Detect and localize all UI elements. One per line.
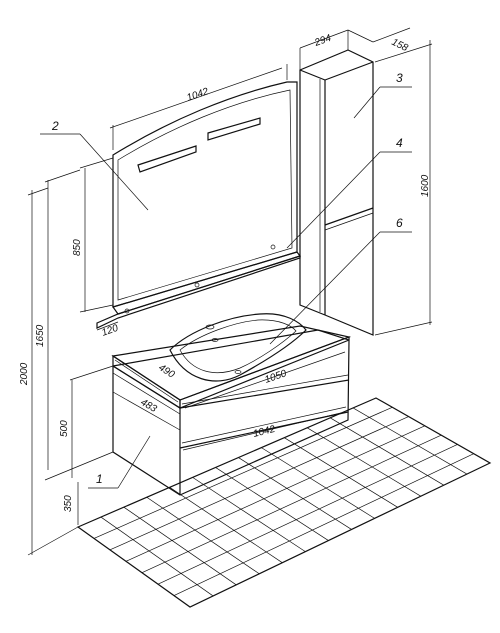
dim-mirror-width: 1042: [185, 86, 210, 104]
dim-basin-width: 1050: [263, 368, 288, 386]
callout-1: 1: [96, 472, 103, 486]
floor-grid-line: [93, 406, 393, 539]
mirror: [96, 81, 301, 329]
callout-3: 3: [396, 71, 403, 85]
floor-grid-line: [141, 434, 442, 574]
dim-column-width: 294: [312, 33, 333, 50]
floor-grid-line: [352, 407, 468, 475]
dim-total-height: 2000: [19, 362, 30, 386]
floor-tiles: [76, 397, 492, 608]
floor-grid-line: [125, 425, 426, 562]
callout-6: 6: [396, 216, 403, 230]
floor-grid-line: [192, 477, 306, 552]
dim-floor-to-cabinet: 350: [63, 495, 74, 512]
dimension-lines: [27, 27, 433, 556]
dim-mirror-height: 850: [72, 239, 83, 256]
floor-grid-line: [307, 427, 421, 497]
floor-grid-line: [146, 496, 260, 575]
floor-grid-line: [169, 487, 283, 563]
floor-grid-line: [100, 516, 214, 597]
dim-column-height: 1600: [420, 174, 431, 197]
tall-column: [299, 49, 374, 336]
floor-grid-line: [284, 437, 398, 508]
floor-grid-line: [173, 453, 474, 596]
callout-leaders: [40, 86, 412, 489]
dim-cabinet-height: 500: [59, 420, 70, 437]
callout-2: 2: [51, 119, 59, 133]
basin-top: [111, 313, 352, 410]
floor-grid-line: [157, 444, 458, 585]
floor-grid-line: [329, 417, 445, 486]
callout-4: 4: [396, 136, 403, 150]
dim-cabinet-width: 1042: [252, 424, 277, 440]
floor-grid-line: [261, 447, 375, 519]
floor-grid-line: [215, 467, 329, 541]
dim-cabinet-depth: 483: [139, 397, 159, 415]
floor-grid-line: [238, 457, 352, 530]
floor-grid-line: [123, 506, 237, 586]
dim-basin-depth: 490: [156, 362, 176, 381]
dim-mirror-top-height: 1650: [35, 324, 46, 347]
floor-grid-line: [109, 416, 409, 551]
